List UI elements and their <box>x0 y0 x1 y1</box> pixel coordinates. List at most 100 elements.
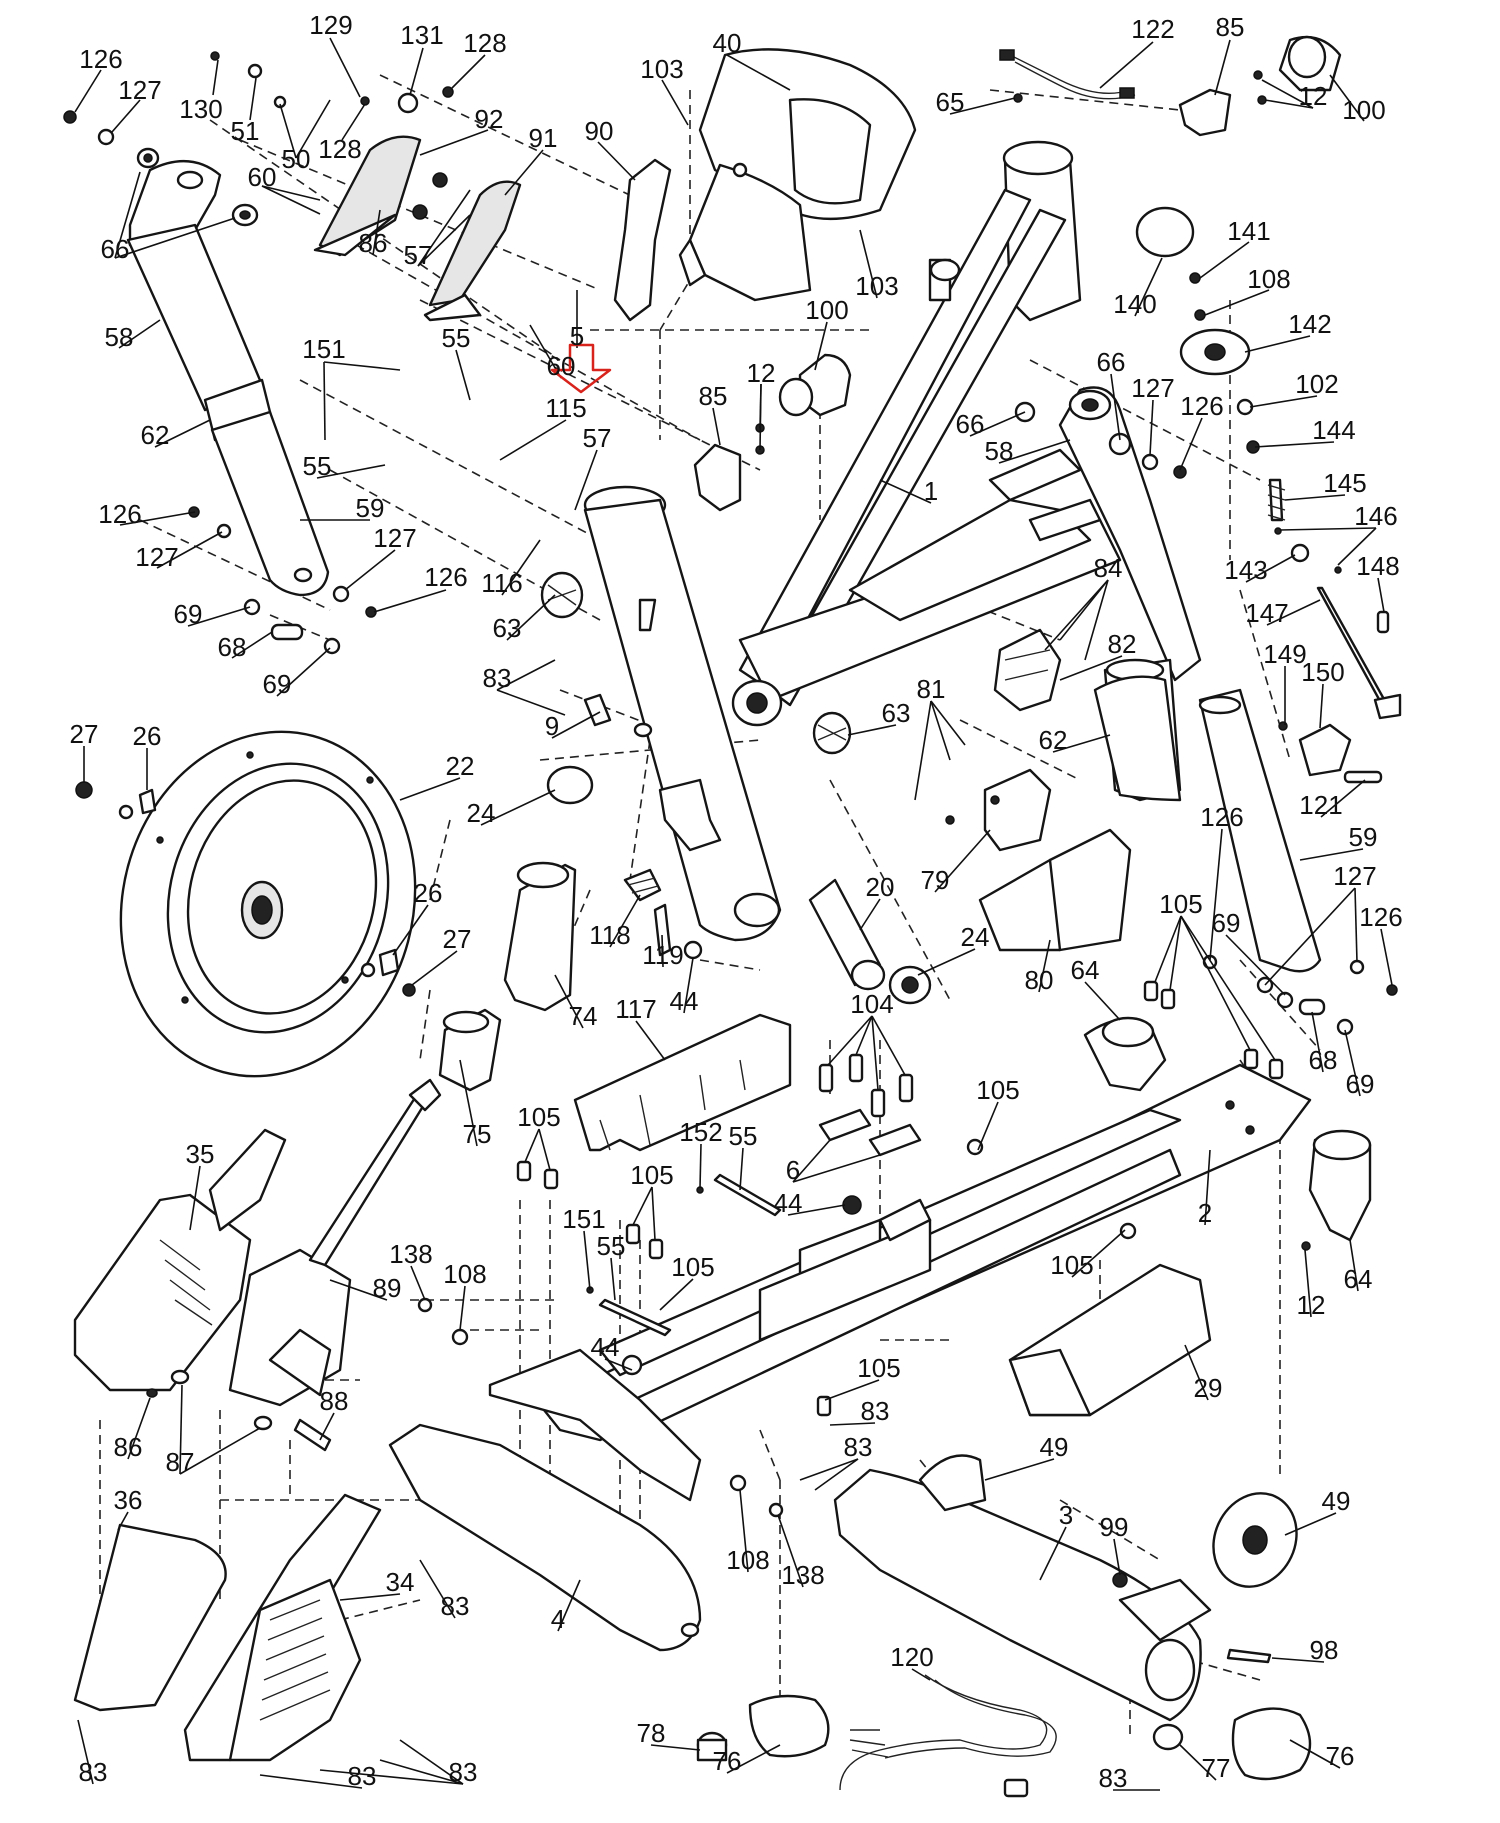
part-label-p27a: 27 <box>70 719 99 749</box>
part-label-p105c: 105 <box>517 1102 560 1132</box>
part-label-p75: 75 <box>463 1119 492 1149</box>
part-label-p83g: 83 <box>348 1761 377 1791</box>
part-label-p6: 6 <box>786 1155 800 1185</box>
part-label-p55a: 55 <box>442 323 471 353</box>
leader-lines <box>74 37 1393 1791</box>
pedal-caps <box>693 35 1342 512</box>
part-label-p83b: 83 <box>861 1396 890 1426</box>
part-label-p115: 115 <box>545 393 586 423</box>
part-label-p82: 82 <box>1108 629 1137 659</box>
part-label-p116: 116 <box>481 568 522 598</box>
part-label-p131: 131 <box>400 20 443 50</box>
part-label-p105g: 105 <box>857 1353 900 1383</box>
part-label-p12b: 12 <box>747 358 776 388</box>
resistance-knob-stack <box>1135 206 1402 784</box>
part-label-p105d: 105 <box>630 1160 673 1190</box>
part-label-p34: 34 <box>386 1567 415 1597</box>
part-label-p151b: 151 <box>562 1204 605 1234</box>
part-label-p51: 51 <box>231 116 260 146</box>
rollers <box>808 878 932 1005</box>
part-label-p126b: 126 <box>1180 391 1223 421</box>
part-label-p77: 77 <box>1202 1753 1231 1783</box>
part-label-p92: 92 <box>475 104 504 134</box>
part-label-p74: 74 <box>569 1001 598 1031</box>
part-label-p126f: 126 <box>1359 902 1402 932</box>
assembly-guide-lines <box>99 74 1321 1740</box>
part-label-p80: 80 <box>1025 965 1054 995</box>
part-label-p138a: 138 <box>389 1239 432 1269</box>
part-label-p79: 79 <box>921 865 950 895</box>
part-label-p63b: 63 <box>882 698 911 728</box>
part-label-p103b: 103 <box>855 271 898 301</box>
part-label-p104: 104 <box>850 989 893 1019</box>
part-label-p105b: 105 <box>976 1075 1019 1105</box>
part-label-p126c: 126 <box>98 499 141 529</box>
part-label-p129: 129 <box>309 10 352 40</box>
part-label-p103a: 103 <box>640 54 683 84</box>
part-label-p78: 78 <box>637 1718 666 1748</box>
part-label-p20: 20 <box>866 872 895 902</box>
part-label-p126a: 126 <box>79 44 122 74</box>
part-label-p5: 5 <box>570 321 584 351</box>
part-label-p88: 88 <box>320 1386 349 1416</box>
part-label-p24b: 24 <box>961 922 990 952</box>
part-label-p58b: 58 <box>985 436 1014 466</box>
part-label-p99: 99 <box>1100 1512 1129 1542</box>
part-label-p69a: 69 <box>174 599 203 629</box>
part-label-p66b: 66 <box>1097 347 1126 377</box>
power-cord <box>839 1674 1057 1798</box>
part-label-p60a: 60 <box>248 162 277 192</box>
part-label-p128b: 128 <box>318 134 361 164</box>
control-electronics <box>945 628 1182 952</box>
part-label-p140: 140 <box>1113 289 1156 319</box>
part-label-p86b: 86 <box>114 1432 143 1462</box>
part-label-p66c: 66 <box>956 409 985 439</box>
part-label-p130: 130 <box>179 94 222 124</box>
part-label-p40: 40 <box>713 28 742 58</box>
part-label-p152: 152 <box>679 1117 722 1147</box>
part-label-p44c: 44 <box>591 1332 620 1362</box>
part-label-p117: 117 <box>615 994 656 1024</box>
part-label-p22: 22 <box>446 751 475 781</box>
part-label-p118: 118 <box>589 920 630 950</box>
left-upper-arm <box>126 147 330 597</box>
part-label-p55d: 55 <box>597 1231 626 1261</box>
wire-harness <box>999 49 1136 103</box>
part-label-p83d: 83 <box>441 1591 470 1621</box>
handle-pads <box>313 135 672 322</box>
cover-117 <box>573 1013 792 1152</box>
part-label-p105a: 105 <box>1159 889 1202 919</box>
bracket-bolts <box>818 1053 1137 1240</box>
part-label-p151a: 151 <box>302 334 345 364</box>
part-label-p86a: 86 <box>359 228 388 258</box>
base-frame <box>488 1016 1312 1502</box>
part-label-p83h: 83 <box>1099 1763 1128 1793</box>
part-label-p49a: 49 <box>1040 1432 1069 1462</box>
front-upright-tube <box>583 485 782 942</box>
part-label-p138b: 138 <box>781 1560 824 1590</box>
part-label-p145: 145 <box>1323 468 1366 498</box>
part-label-p146: 146 <box>1354 501 1397 531</box>
part-label-p29: 29 <box>1194 1373 1223 1403</box>
part-label-p83e: 83 <box>449 1757 478 1787</box>
part-label-p44a: 44 <box>670 986 699 1016</box>
part-label-p76a: 76 <box>713 1746 742 1776</box>
part-label-p57a: 57 <box>404 240 433 270</box>
part-label-p59b: 59 <box>1349 822 1378 852</box>
front-stabilizer <box>388 1423 830 1762</box>
part-label-p120: 120 <box>890 1642 933 1672</box>
part-label-p102: 102 <box>1295 369 1338 399</box>
part-label-p81: 81 <box>917 674 946 704</box>
part-label-p127a: 127 <box>118 75 161 105</box>
part-label-p59a: 59 <box>356 493 385 523</box>
drive-components <box>438 571 852 1092</box>
part-label-p83a: 83 <box>483 663 512 693</box>
rear-stabilizer <box>833 1454 1312 1781</box>
part-label-p127b: 127 <box>1131 373 1174 403</box>
part-label-p63a: 63 <box>493 613 522 643</box>
part-label-p128a: 128 <box>463 28 506 58</box>
part-label-p143: 143 <box>1224 555 1267 585</box>
part-label-p69d: 69 <box>1346 1069 1375 1099</box>
axle-rods <box>586 1173 782 1376</box>
